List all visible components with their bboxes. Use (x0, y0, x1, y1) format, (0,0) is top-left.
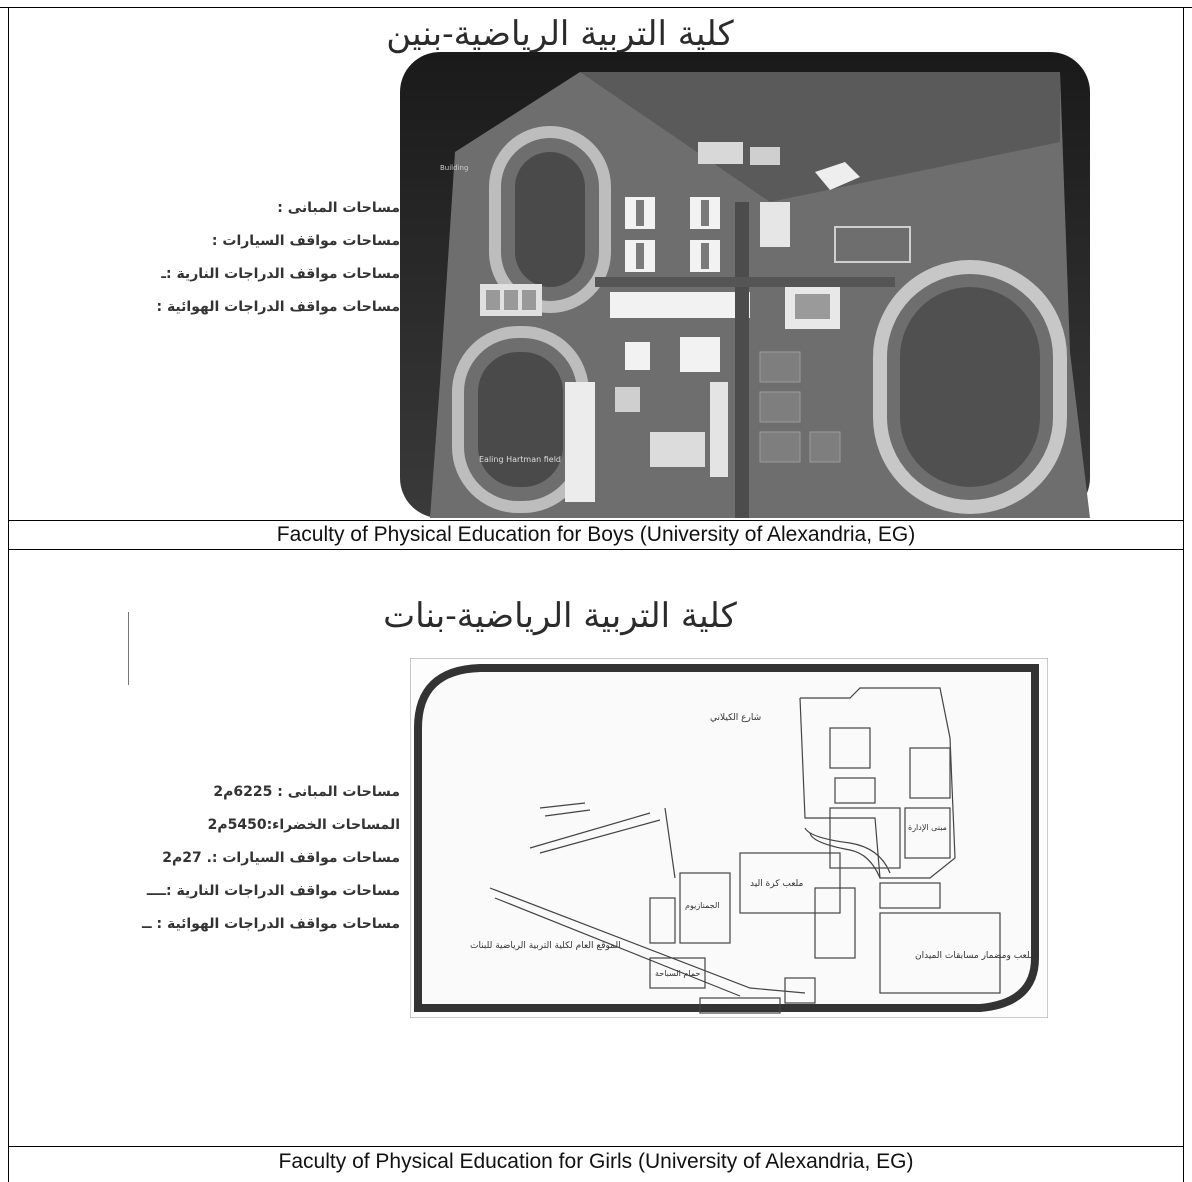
girls-gym-label: الجمنازيوم (685, 901, 719, 910)
row-divider-3 (8, 1146, 1184, 1147)
boys-area-list: مساحات المبانى : مساحات مواقف السيارات :… (120, 192, 400, 324)
girls-caption: Faculty of Physical Education for Girls … (278, 1150, 914, 1173)
boys-title: كلية التربية الرياضية-بنين (386, 14, 734, 54)
girls-handball-label: ملعب كرة اليد (750, 879, 804, 889)
table-left-border (8, 7, 9, 1182)
girls-campus-site-plan: الموقع العام لكلية التربية الرياضية للبن… (410, 658, 1048, 1018)
girls-area-green: المساحات الخضراء:5450م2 (207, 817, 400, 833)
boys-area-car-parking: مساحات مواقف السيارات : (211, 233, 400, 249)
boys-caption: Faculty of Physical Education for Boys (… (276, 523, 916, 546)
girls-services-label: خدمات (706, 1003, 729, 1012)
table-top-border (0, 7, 1192, 8)
boys-area-bicycle-parking: مساحات مواقف الدراجات الهوائية : (156, 299, 400, 315)
girls-area-buildings: مساحات المبانى : 6225م2 (213, 784, 400, 800)
girls-admin-label: مبنى الإدارة (908, 823, 947, 833)
boys-area-motorcycle-parking: مساحات مواقف الدراجات النارية :ـ (161, 266, 400, 282)
girls-area-motorcycle-parking: مساحات مواقف الدراجات النارية :ــــ (146, 883, 400, 899)
boys-area-buildings: مساحات المبانى : (277, 200, 400, 216)
row-divider-2 (8, 549, 1184, 550)
boys-building-label: Building (440, 164, 468, 172)
table-right-border (1183, 7, 1184, 1182)
row-divider-1 (8, 520, 1184, 521)
boys-campus-model-photo: Ealing Hartman field (400, 52, 1090, 518)
girls-site-label: الموقع العام لكلية التربية الرياضية للبن… (470, 941, 621, 951)
girls-area-bicycle-parking: مساحات مواقف الدراجات الهوائية : ــ (142, 916, 400, 932)
boys-field-label: Ealing Hartman field (479, 455, 561, 464)
girls-field-label: ملعب ومضمار مسابقات الميدان (915, 951, 1035, 961)
girls-pool-label: حمام السباحة (655, 969, 700, 978)
girls-area-list: مساحات المبانى : 6225م2 المساحات الخضراء… (120, 776, 400, 941)
scan-mark (128, 612, 129, 685)
girls-area-car-parking: مساحات مواقف السيارات :. 27م2 (162, 850, 400, 866)
girls-title: كلية التربية الرياضية-بنات (383, 596, 737, 636)
girls-street-label: شارع الكيلاني (710, 713, 761, 723)
